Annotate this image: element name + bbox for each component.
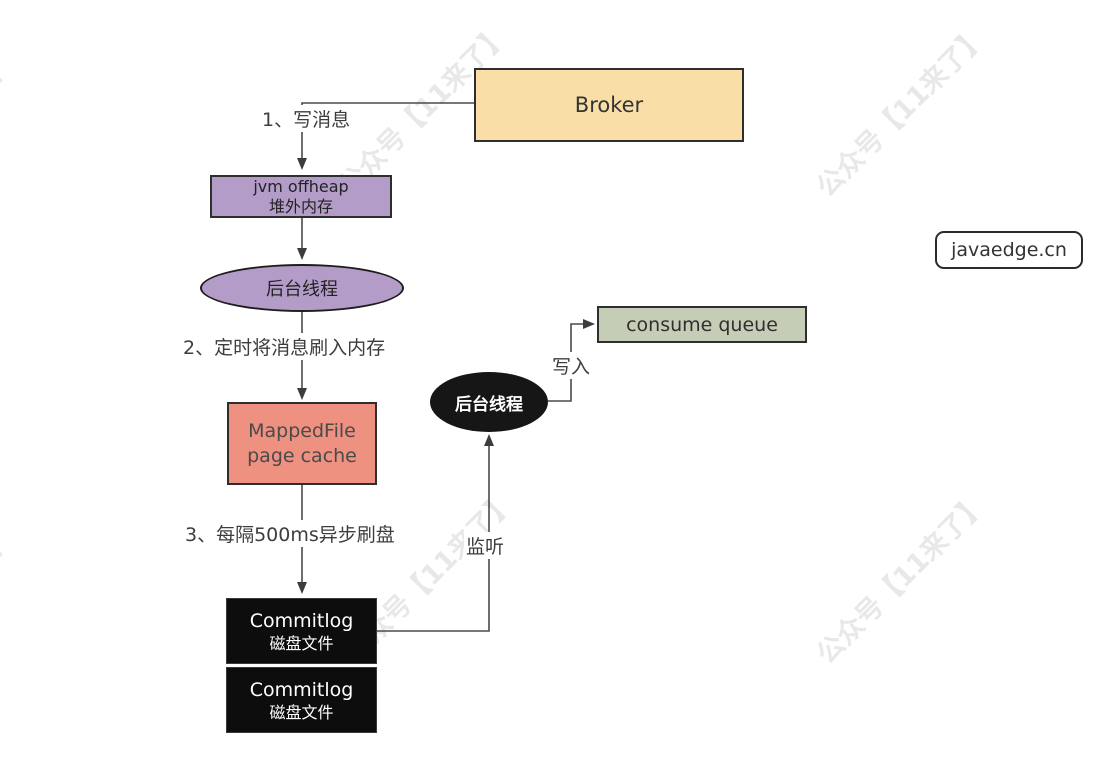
commitlog-line2: 磁盘文件 (269, 633, 334, 653)
consume-queue-label: consume queue (626, 313, 778, 336)
edge-label-listen: 监听 (464, 532, 507, 559)
edge-label-write-in: 写入 (550, 352, 593, 379)
mappedfile-line1: MappedFile (248, 419, 356, 442)
commitlog-file-node: Commitlog 磁盘文件 (226, 598, 377, 664)
broker-label: Broker (574, 93, 644, 117)
site-badge-label: javaedge.cn (951, 239, 1067, 261)
dispatch-thread-node: 后台线程 (430, 372, 548, 432)
jvm-offheap-line2: 堆外内存 (268, 196, 333, 216)
commitlog-line1: Commitlog (249, 609, 354, 632)
jvm-offheap-node: jvm offheap 堆外内存 (210, 175, 392, 218)
mappedfile-line2: page cache (247, 444, 357, 467)
flush-thread-label: 后台线程 (266, 279, 338, 300)
edge-label-write-message: 1、写消息 (260, 105, 353, 132)
edge-broker-to-offheap (297, 102, 474, 170)
edge-commitlog-to-thread (377, 434, 494, 632)
jvm-offheap-line1: jvm offheap (253, 176, 349, 196)
edge-label-async-flush-disk: 3、每隔500ms异步刷盘 (183, 520, 397, 547)
dispatch-thread-label: 后台线程 (455, 394, 523, 415)
consume-queue-node: consume queue (597, 306, 807, 343)
mappedfile-node: MappedFile page cache (227, 402, 377, 485)
site-badge: javaedge.cn (935, 231, 1083, 269)
commitlog-line1: Commitlog (249, 678, 354, 701)
commitlog-line2: 磁盘文件 (269, 702, 334, 722)
flush-thread-node: 后台线程 (200, 264, 404, 312)
edge-label-flush-to-memory: 2、定时将消息刷入内存 (181, 333, 388, 360)
broker-node: Broker (474, 68, 744, 142)
commitlog-file-node: Commitlog 磁盘文件 (226, 667, 377, 733)
